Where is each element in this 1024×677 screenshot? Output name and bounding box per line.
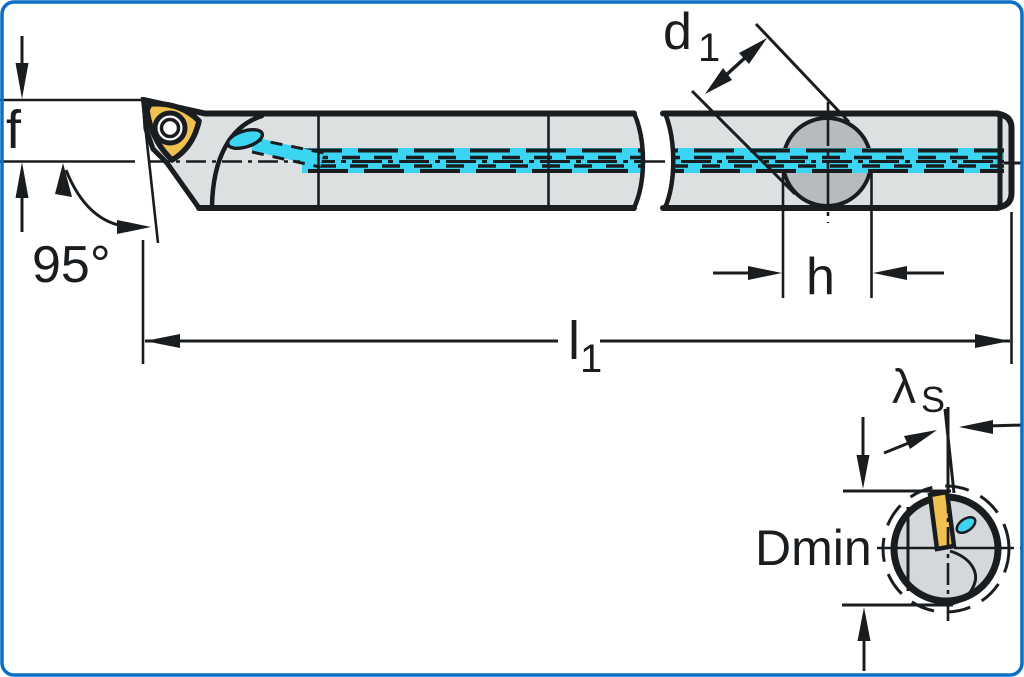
lambda-tilted-line (943, 408, 956, 494)
l1-label: l (568, 311, 580, 371)
h-arrow-left-icon (748, 266, 782, 280)
lambda-s-label-sub: S (921, 379, 945, 420)
dmin-arrow-down-icon (856, 455, 870, 489)
h-label: h (806, 248, 835, 306)
lambda-arrow-right-icon (959, 420, 993, 434)
dimension-d1: d 1 (663, 3, 851, 196)
d1-arrow-lower-icon (705, 68, 732, 94)
left-top-edge (141, 97, 637, 117)
l1-arrow-right-icon (975, 334, 1010, 348)
dmin-arrow-up-icon (857, 607, 871, 641)
lead-angle-label: 95° (32, 236, 111, 294)
d1-tangent-line-lower (690, 89, 797, 196)
lambda-arrow-left-icon (904, 430, 937, 449)
d1-tangent-line-upper (754, 22, 851, 124)
lambda-s-label: λ (892, 361, 916, 414)
dmin-label: Dmin (755, 520, 872, 576)
dimension-h: h (713, 172, 944, 306)
dimension-f: f (0, 36, 147, 232)
f-label: f (6, 100, 22, 160)
l1-label-sub: 1 (580, 337, 602, 381)
section-pocket-curve (949, 549, 977, 606)
angle-arrow-start-icon (55, 163, 72, 197)
dimension-dmin: Dmin (755, 417, 953, 671)
insert-pocket-arc (209, 113, 265, 209)
break-line-right (662, 110, 676, 211)
insert-screw-hole-inner (159, 117, 181, 139)
f-arrow-up-icon (15, 162, 29, 198)
h-arrow-right-icon (873, 266, 907, 280)
angle-arrow-end-icon (117, 220, 151, 234)
bar-end-cap (993, 110, 1015, 211)
coolant-exit-hole (225, 128, 265, 150)
f-arrow-down-icon (15, 63, 29, 99)
d1-label-sub: 1 (698, 26, 720, 70)
angle-arc (64, 169, 141, 229)
dimension-lead-angle: 95° (32, 96, 160, 294)
coolant-diagonal (251, 137, 324, 167)
dimension-l1: l 1 (141, 212, 1013, 381)
dimension-lambda-s: λ S (883, 361, 1024, 455)
coolant-exit-channel (225, 128, 325, 169)
l1-arrow-left-icon (145, 334, 180, 348)
lambda-arrow-right-stem (985, 423, 1024, 428)
section-coolant-drop (955, 515, 977, 535)
indexable-insert (144, 101, 202, 163)
d1-arrow-upper-icon (739, 38, 767, 64)
cross-section-view (877, 407, 1021, 621)
diagonal-hidden-bottom (251, 150, 321, 169)
centerlines (0, 102, 1022, 223)
d1-label: d (663, 3, 692, 61)
cutting-edge-line (140, 96, 160, 244)
